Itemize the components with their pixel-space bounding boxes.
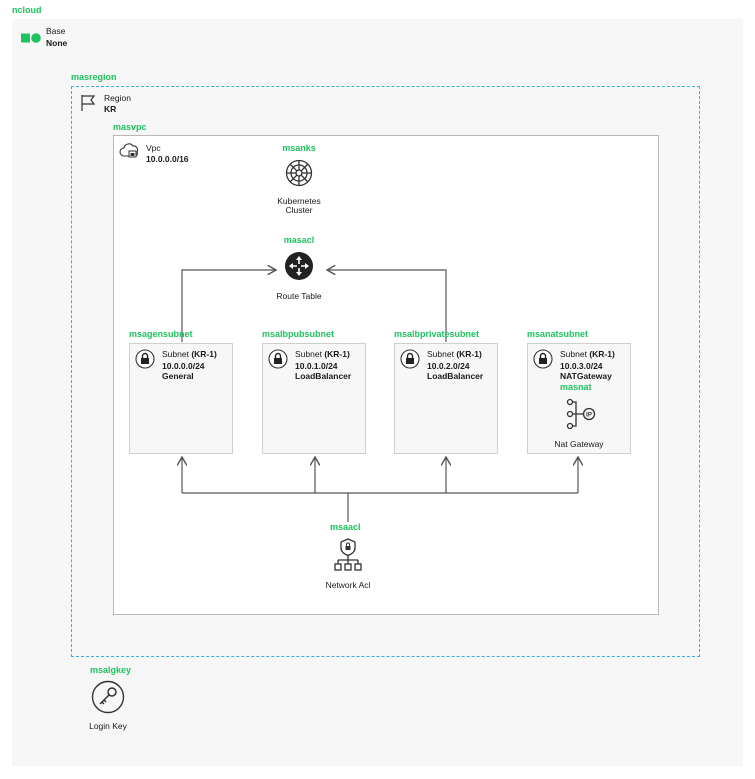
nacl-group-label: msaacl xyxy=(329,522,362,532)
kubernetes-helm-icon[interactable] xyxy=(284,158,314,193)
subnet-3-cidr: 10.0.2.0/24 xyxy=(427,361,470,371)
region-container xyxy=(71,86,700,657)
base-value: None xyxy=(46,38,68,48)
vpc-title: Vpc xyxy=(146,143,161,153)
subnet-2-group-label: msalbpubsubnet xyxy=(262,329,335,339)
region-title: Region xyxy=(104,93,131,103)
kubernetes-label-line1: Kubernetes xyxy=(277,196,321,206)
subnet-4-cidr: 10.0.3.0/24 xyxy=(560,361,603,371)
nat-label: Nat Gateway xyxy=(554,439,604,449)
subnet-2-cidr: 10.0.1.0/24 xyxy=(295,361,338,371)
lock-icon xyxy=(135,349,155,374)
login-key-label: Login Key xyxy=(89,721,127,731)
region-group-label: masregion xyxy=(71,72,117,82)
subnet-1-group-label: msagensubnet xyxy=(129,329,193,339)
subnet-2-title: Subnet (KR-1) xyxy=(295,349,350,359)
subnet-3-type: LoadBalancer xyxy=(427,371,484,381)
login-key-group-label: msalgkey xyxy=(90,665,132,675)
nacl-label: Network Acl xyxy=(325,580,371,590)
cloud-lock-icon xyxy=(119,142,141,165)
ncloud-logo-icon xyxy=(21,31,41,49)
subnet-4-group-label: msanatsubnet xyxy=(527,329,589,339)
svg-text:IP: IP xyxy=(586,413,592,419)
subnet-2-type: LoadBalancer xyxy=(295,371,352,381)
router-icon[interactable] xyxy=(284,251,314,286)
region-value: KR xyxy=(104,104,117,114)
route-table-label: Route Table xyxy=(276,291,322,301)
kubernetes-label-line2: Cluster xyxy=(285,205,313,215)
vpc-group-label: masvpc xyxy=(113,122,147,132)
lock-icon xyxy=(268,349,288,374)
subnet-1-title: Subnet (KR-1) xyxy=(162,349,217,359)
kubernetes-group-label: msanks xyxy=(282,143,316,153)
subnet-1-cidr: 10.0.0.0/24 xyxy=(162,361,205,371)
base-title: Base xyxy=(46,26,66,36)
lock-icon xyxy=(533,349,553,374)
route-table-group-label: masacl xyxy=(283,235,315,245)
vpc-cidr: 10.0.0.0/16 xyxy=(146,154,189,164)
cloud-label: ncloud xyxy=(12,5,42,15)
network-acl-icon[interactable] xyxy=(333,538,363,577)
flag-icon xyxy=(80,94,98,117)
lock-icon xyxy=(400,349,420,374)
nat-gateway-icon[interactable]: IP xyxy=(565,398,597,435)
subnet-1-type: General xyxy=(162,371,194,381)
subnet-4-type: NATGateway xyxy=(560,371,612,381)
key-icon[interactable] xyxy=(91,680,125,719)
subnet-4-title: Subnet (KR-1) xyxy=(560,349,615,359)
subnet-3-title: Subnet (KR-1) xyxy=(427,349,482,359)
subnet-3-group-label: msalbprivatesubnet xyxy=(394,329,480,339)
nat-group-label: masnat xyxy=(560,382,592,392)
